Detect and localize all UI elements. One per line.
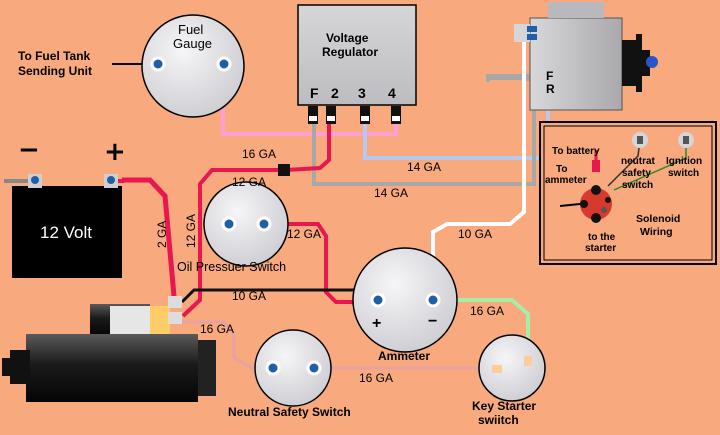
alternator-terminal-top2	[527, 34, 537, 40]
key-terminal-left	[492, 365, 502, 373]
regulator-terminal-4-label: 4	[388, 85, 396, 101]
fuel-gauge-label-line2: Gauge	[173, 36, 212, 51]
regulator-label-line1: Voltage	[326, 31, 369, 45]
fuel-gauge	[141, 14, 245, 118]
regulator-label-line2: Regulator	[322, 45, 378, 59]
wire-red-reg-f	[285, 120, 331, 172]
ammeter-label: Ammeter	[378, 349, 430, 363]
reg-term-4	[391, 106, 401, 124]
starter-motor	[2, 296, 216, 402]
wire-label-12ga-red: 12 GA	[184, 214, 198, 248]
alternator-terminal-r-label: R	[546, 82, 555, 96]
key-starter-switch	[478, 334, 546, 402]
wire-white-10ga	[431, 28, 526, 296]
battery-neg-bolt	[31, 176, 39, 184]
alternator-cap	[548, 2, 604, 18]
inset-neutral-line2: safety	[622, 168, 651, 179]
battery-label: 12 Volt	[40, 223, 92, 242]
reg-term-f	[308, 106, 318, 124]
ammeter-terminal-minus	[425, 292, 441, 308]
inset-solenoid-line2: Wiring	[640, 226, 673, 238]
battery-pos-bolt	[107, 176, 115, 184]
wire-red-oil-ammeter	[264, 222, 378, 304]
battery-neg-sign: −	[18, 135, 40, 165]
battery-pos-sign: +	[104, 137, 126, 167]
voltage-regulator	[297, 4, 417, 106]
alternator-body	[529, 17, 623, 111]
oil-pressure-switch	[203, 181, 289, 267]
key-starter-label-line2: swiitch	[478, 413, 519, 427]
inset-ignition-line1: Ignition	[666, 156, 702, 167]
regulator-terminals	[308, 106, 401, 124]
ammeter-terminal-plus	[370, 292, 386, 308]
key-starter-label-line1: Key Starter	[472, 399, 536, 413]
battery	[12, 186, 122, 278]
ammeter	[352, 247, 458, 353]
wire-label-16ga-bottom: 16 GA	[359, 371, 393, 385]
wire-label-12ga-oil: 12 GA	[232, 175, 266, 189]
fuel-gauge-terminal-left	[150, 56, 166, 72]
reg-term-2	[326, 106, 336, 124]
alternator-plug	[514, 24, 530, 42]
inset-to-starter-line2: starter	[585, 243, 616, 254]
inset-neutral-line1: neutrat	[621, 156, 656, 167]
oil-switch-terminal-right	[256, 216, 272, 232]
inset-neutral-line3: switch	[622, 180, 653, 191]
oil-switch-terminal-left	[221, 216, 237, 232]
wire-red-12ga-oil	[181, 168, 286, 318]
neutral-switch-label: Neutral Safety Switch	[228, 405, 351, 419]
regulator-terminal-3-label: 3	[358, 85, 366, 101]
neutral-switch-terminal-left	[265, 360, 281, 376]
inset-to-ammeter-line2: ammeter	[545, 175, 587, 186]
neutral-switch-terminal-right	[306, 360, 322, 376]
inset-solenoid-line1: Solenoid	[636, 213, 680, 225]
solenoid-inset	[539, 121, 717, 265]
fuel-gauge-label-line1: Fuel	[178, 22, 203, 37]
wire-label-16ga-green: 16 GA	[470, 304, 504, 318]
ammeter-minus-sign: −	[428, 313, 437, 330]
wire-label-14ga-a: 14 GA	[407, 160, 441, 174]
oil-switch-label: Oil Pressuer Switch	[177, 260, 286, 274]
neutral-safety-switch	[254, 329, 332, 407]
fuel-gauge-terminal-right	[216, 56, 232, 72]
wire-label-12ga-oil-right: 12 GA	[287, 227, 321, 241]
alternator-terminal-f-label: F	[546, 69, 553, 83]
alternator-terminal-top	[527, 26, 537, 32]
inset-to-ammeter-line1: To	[556, 164, 567, 175]
reg-term-2-tip	[327, 116, 335, 121]
fuel-tank-label-line2: Sending Unit	[18, 64, 92, 78]
wire-label-16ga-pink: 16 GA	[242, 147, 276, 161]
reg-term-f-tip	[309, 116, 317, 121]
reg-term-3	[360, 106, 370, 124]
wire-label-10ga-black: 10 GA	[232, 289, 266, 303]
inset-ignition-line2: switch	[668, 168, 699, 179]
reg-term-4-tip	[392, 116, 400, 121]
wire-label-16ga-starter: 16 GA	[200, 322, 234, 336]
wire-label-2ga: 2 GA	[155, 221, 169, 248]
inset-to-battery: To battery	[552, 146, 600, 157]
wire-red-2ga	[122, 177, 177, 297]
regulator-terminal-f-label: F	[310, 85, 319, 101]
fuel-tank-label-line1: To Fuel Tank	[18, 49, 91, 63]
alternator-pulley	[622, 34, 658, 92]
ammeter-plus-sign: +	[372, 315, 381, 332]
inset-to-starter-line1: to the	[588, 232, 616, 243]
regulator-terminal-2-label: 2	[331, 85, 339, 101]
wire-green-16ga	[440, 298, 530, 352]
wire-connector	[278, 164, 290, 176]
reg-term-3-tip	[361, 116, 369, 121]
wire-label-14ga-b: 14 GA	[374, 186, 408, 200]
wire-label-10ga-white: 10 GA	[458, 227, 492, 241]
key-terminal-right	[524, 356, 532, 366]
